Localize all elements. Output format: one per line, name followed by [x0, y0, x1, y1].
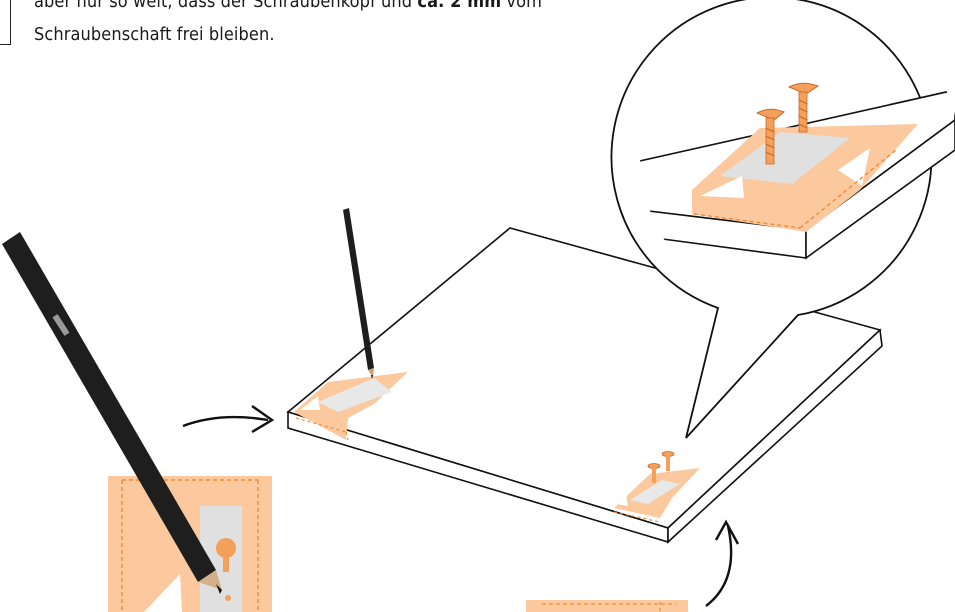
screw-icon — [647, 451, 675, 483]
instruction-line-2: Schraubenschaft frei bleiben. — [34, 24, 275, 45]
drill-template-bottom — [526, 600, 688, 612]
arrow-icon — [705, 519, 740, 607]
arrow-icon — [182, 405, 275, 434]
instruction-line-1-end: vom — [501, 0, 542, 12]
instruction-text-block: aber nur so weit, dass der Schraubenkopf… — [0, 0, 620, 60]
instruction-bracket — [0, 0, 11, 45]
instruction-line-1-text: aber nur so weit, dass der Schraubenkopf… — [34, 0, 418, 12]
screw-icon — [755, 82, 820, 165]
instruction-bold-measure: ca. 2 mm — [417, 0, 502, 12]
drill-template-left — [294, 372, 408, 441]
pencil-icon — [343, 208, 374, 379]
drill-template-right — [613, 468, 700, 523]
magnifier-bubble-icon — [610, 0, 955, 439]
pencil-icon — [2, 232, 222, 594]
instruction-line-1: aber nur so weit, dass der Schraubenkopf… — [34, 0, 542, 13]
